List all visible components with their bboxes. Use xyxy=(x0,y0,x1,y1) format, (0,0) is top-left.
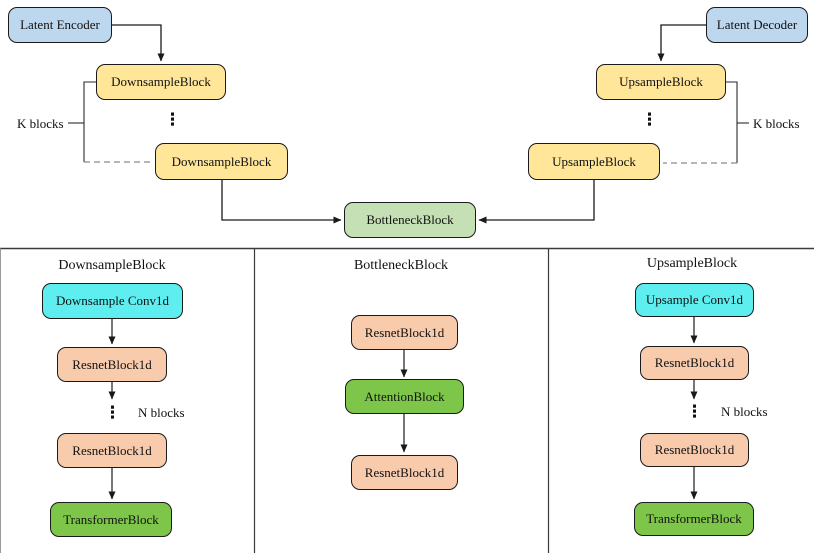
k-blocks-label-left: K blocks xyxy=(17,116,64,131)
vertical-ellipsis-icon: ⋮ xyxy=(686,402,703,422)
node-bottleneck-block: BottleneckBlock xyxy=(344,202,476,238)
node-upsample-block-2: UpsampleBlock xyxy=(528,143,660,180)
node-downsample-block-2: DownsampleBlock xyxy=(155,143,288,180)
node-upsample-conv1d: Upsample Conv1d xyxy=(635,283,754,317)
node-resnet-block-2: ResnetBlock1d xyxy=(640,433,749,467)
n-blocks-label: N blocks xyxy=(138,405,185,420)
node-resnet-block-1: ResnetBlock1d xyxy=(57,347,167,382)
vertical-ellipsis-icon: ⋮ xyxy=(164,110,181,130)
node-resnet-block-2: ResnetBlock1d xyxy=(57,433,167,468)
vertical-ellipsis-icon: ⋮ xyxy=(104,403,121,423)
node-transformer-block: TransformerBlock xyxy=(50,502,172,537)
node-attention-block: AttentionBlock xyxy=(345,379,464,414)
node-resnet-block-1: ResnetBlock1d xyxy=(351,315,458,350)
node-latent-encoder: Latent Encoder xyxy=(8,7,112,43)
node-upsample-block-1: UpsampleBlock xyxy=(596,64,726,100)
node-resnet-block-1: ResnetBlock1d xyxy=(640,346,749,380)
n-blocks-label: N blocks xyxy=(721,404,768,419)
node-downsample-conv1d: Downsample Conv1d xyxy=(42,283,183,319)
node-transformer-block: TransformerBlock xyxy=(634,502,754,536)
panel-title-downsample: DownsampleBlock xyxy=(58,258,166,273)
k-blocks-label-right: K blocks xyxy=(753,116,800,131)
vertical-ellipsis-icon: ⋮ xyxy=(641,110,658,130)
node-latent-decoder: Latent Decoder xyxy=(706,7,808,43)
node-resnet-block-2: ResnetBlock1d xyxy=(351,455,458,490)
node-downsample-block-1: DownsampleBlock xyxy=(96,64,226,100)
panel-title-bottleneck: BottleneckBlock xyxy=(353,258,449,273)
panel-title-upsample: UpsampleBlock xyxy=(646,256,738,271)
